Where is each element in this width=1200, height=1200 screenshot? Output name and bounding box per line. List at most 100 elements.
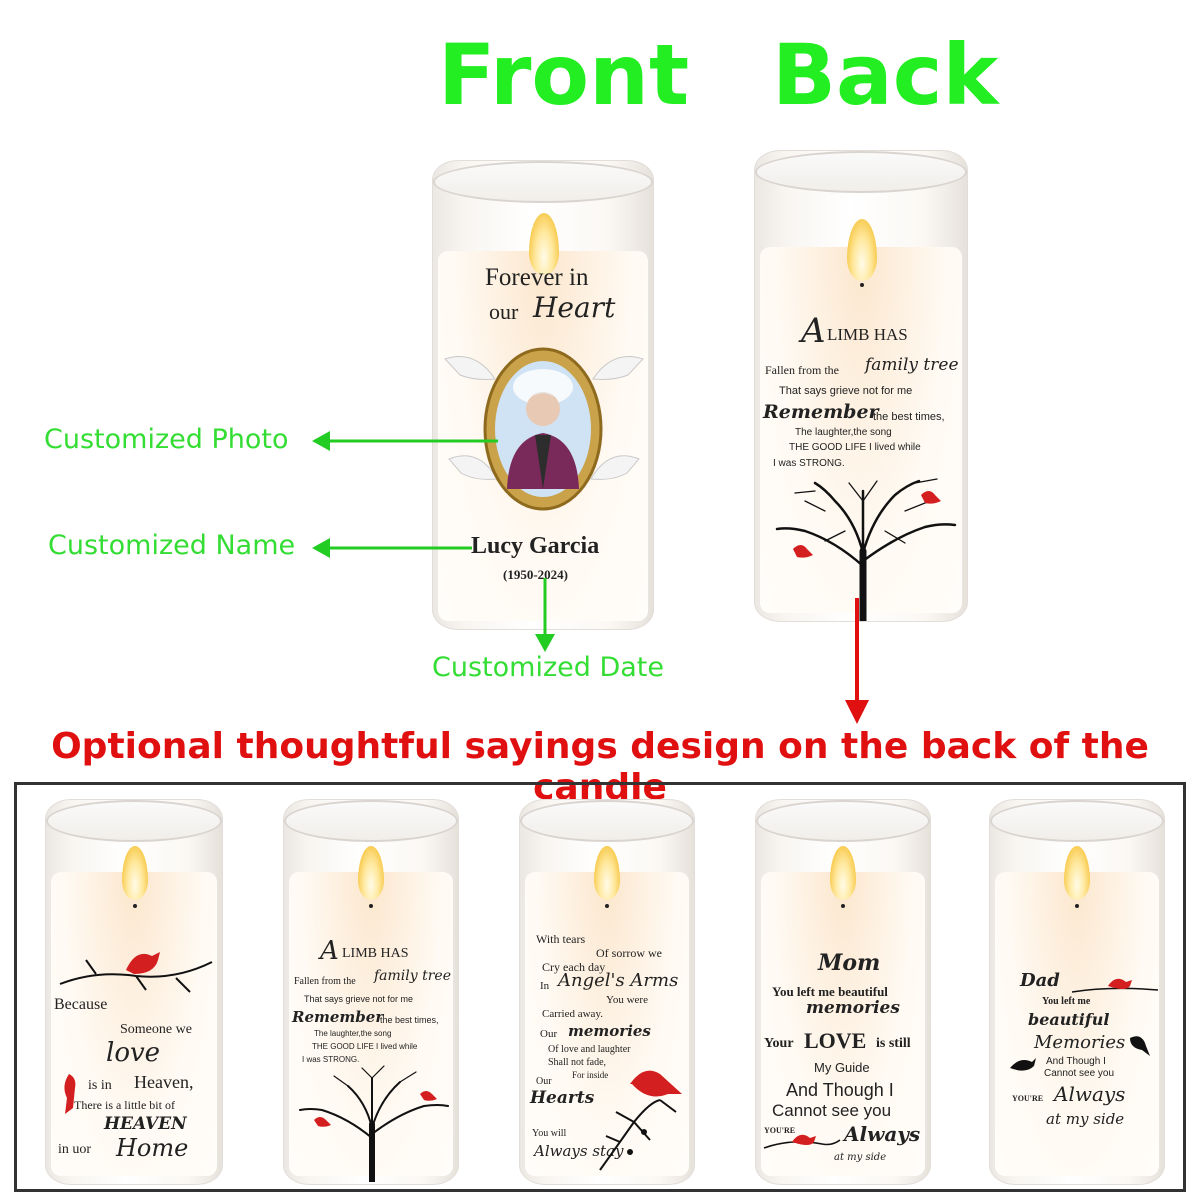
our2-text: Our [536, 1076, 552, 1087]
memories-text: memories [806, 998, 900, 1018]
laughter-text: The laughter,the song [795, 427, 892, 438]
you-left-text: You left me beautiful [772, 984, 888, 999]
good-life-text: THE GOOD LIFE I lived while [789, 442, 921, 453]
cardinal-icon [630, 1070, 682, 1097]
customized-date-label: Customized Date [432, 652, 664, 683]
person-name: Lucy Garcia [471, 533, 600, 559]
flame-icon [529, 213, 559, 275]
flame-icon [830, 846, 856, 900]
heaven-text: Heaven, [134, 1072, 194, 1092]
back-candle: A LIMB HAS Fallen from the family tree T… [754, 150, 968, 622]
you-left-text: You left me [1042, 996, 1091, 1007]
someone-text: Someone we [120, 1022, 192, 1037]
love-caps-text: LOVE [804, 1028, 867, 1053]
though-text: And Though I [786, 1080, 894, 1100]
candle-wax [995, 872, 1159, 1176]
candle-rim [755, 151, 967, 193]
is-still-text: is still [876, 1036, 911, 1051]
shall-text: Shall not fade, [548, 1057, 607, 1068]
best-times-text: the best times, [380, 1015, 439, 1025]
remember-text: Remember [763, 401, 879, 423]
front-candle: Forever in our Heart Lucy Garcia (1950-2… [432, 160, 654, 630]
wick-icon [133, 904, 137, 908]
candle-wax [761, 872, 925, 1176]
wick-icon [1075, 904, 1079, 908]
beautiful-text: beautiful [1028, 1010, 1110, 1029]
remember-text: Remember [292, 1008, 384, 1026]
always-text: Always [1054, 1082, 1126, 1106]
candle-rim [756, 800, 930, 842]
option-candle-4: Mom You left me beautiful memories Your … [755, 799, 931, 1185]
family-tree-text: family tree [374, 968, 452, 984]
options-heading: Optional thoughtful sayings design on th… [51, 726, 1149, 808]
hearts-text: Hearts [530, 1088, 595, 1108]
dove-icon [592, 356, 644, 380]
angels-arms-text: Angel's Arms [558, 970, 679, 991]
our-text: Our [540, 1028, 558, 1040]
limb-has-text: LIMB HAS [342, 946, 409, 961]
always-stay-text: Always stay [534, 1142, 624, 1160]
wick-icon [841, 904, 845, 908]
fallen-text: Fallen from the [765, 363, 839, 377]
youre-text: YOU'RE [764, 1126, 796, 1135]
option-candle-5: Dad You left me beautiful Memories And T… [989, 799, 1165, 1185]
wick-icon [369, 904, 373, 908]
at-my-side-text: at my side [834, 1152, 887, 1163]
cardinal-icon [314, 1117, 331, 1127]
family-tree-text: family tree [865, 355, 959, 375]
best-times-text: the best times, [873, 411, 945, 423]
is-in-text: is in [88, 1078, 112, 1093]
because-text: Because [54, 996, 108, 1013]
customized-name-label: Customized Name [48, 530, 296, 561]
flame-icon [358, 846, 384, 900]
your-text: Your [764, 1036, 794, 1051]
candle-rim [520, 800, 694, 842]
wick-icon [605, 904, 609, 908]
limb-has-text: LIMB HAS [827, 325, 908, 344]
cardinal-icon [792, 1134, 816, 1145]
for-inside-text: For inside [572, 1070, 609, 1080]
of-love-text: Of love and laughter [548, 1044, 631, 1055]
photo-frame [444, 347, 644, 511]
a-limb-initial: A [320, 936, 339, 966]
back-heading: Back [772, 26, 999, 124]
candle-rim [284, 800, 458, 842]
candle-rim [990, 800, 1164, 842]
option-candle-2: A LIMB HAS Fallen from the family tree T… [283, 799, 459, 1185]
branch-icon [763, 1134, 841, 1149]
cardinal-icon [1108, 978, 1132, 989]
cardinal-icon [793, 545, 813, 558]
crow-icon [1130, 1036, 1150, 1056]
guide-text: My Guide [814, 1060, 870, 1075]
cannot-text: Cannot see you [772, 1101, 892, 1120]
laughter-text: The laughter,the song [314, 1029, 392, 1038]
dad-text: Dad [1020, 970, 1060, 991]
cardinal-icon [420, 1091, 437, 1101]
in-uor-text: in uor [58, 1142, 92, 1157]
heart-text: Heart [533, 291, 616, 324]
life-dates: (1950-2024) [503, 567, 568, 582]
though-text: And Though I [1046, 1056, 1106, 1067]
strong-text: I was STRONG. [302, 1055, 360, 1064]
tree-icon [299, 1065, 449, 1182]
crow-icon [1010, 1058, 1036, 1071]
branch-icon [1071, 978, 1159, 993]
always-text: Always [844, 1122, 921, 1146]
says-text: That says grieve not for me [779, 385, 913, 397]
says-text: That says grieve not for me [304, 994, 414, 1004]
our-text: our [489, 299, 519, 324]
customized-photo-label: Customized Photo [44, 424, 289, 455]
fallen-text: Fallen from the [294, 976, 356, 987]
cannot-text: Cannot see you [1044, 1068, 1115, 1079]
cardinal-icon [64, 1074, 76, 1114]
carried-text: Carried away. [542, 1008, 603, 1020]
tree-icon [775, 478, 957, 621]
candle-wax [525, 872, 689, 1176]
strong-text: I was STRONG. [773, 458, 845, 469]
love-text: love [106, 1038, 161, 1068]
mom-text: Mom [818, 950, 881, 976]
of-sorrow-text: Of sorrow we [596, 946, 662, 960]
flame-icon [847, 219, 877, 281]
with-tears-text: With tears [536, 932, 586, 946]
front-heading: Front [438, 26, 690, 124]
